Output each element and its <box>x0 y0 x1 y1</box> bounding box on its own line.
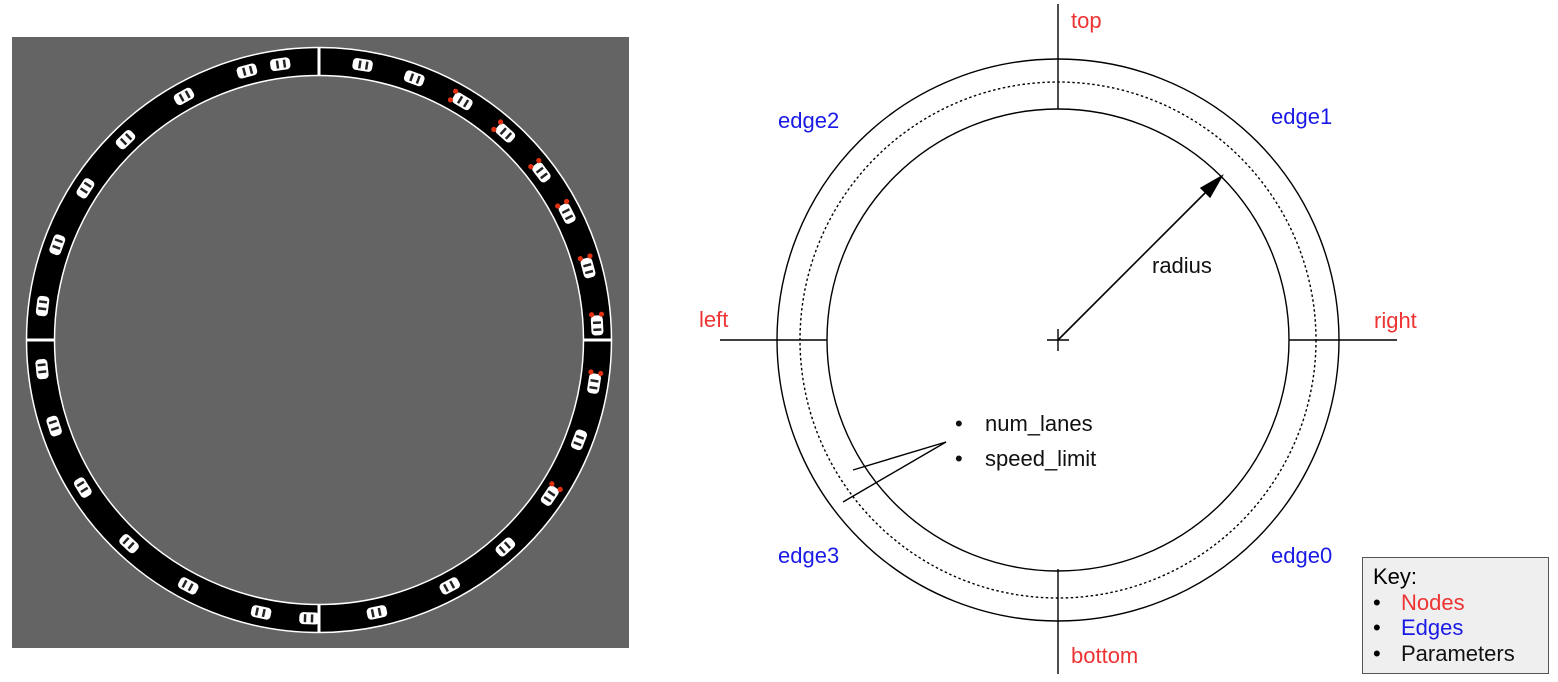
vehicle <box>495 537 516 557</box>
parameter-bullet-num-lanes: • <box>955 411 963 436</box>
vehicle <box>35 358 49 380</box>
node-label-left: left <box>699 307 728 332</box>
legend-bullet: • <box>1373 589 1381 615</box>
vehicle <box>49 234 66 256</box>
vehicle <box>73 477 92 498</box>
vehicle <box>46 415 62 437</box>
legend-item-nodes: • Nodes <box>1373 590 1538 616</box>
vehicle <box>555 198 576 224</box>
node-label-bottom: bottom <box>1071 643 1138 668</box>
vehicle <box>352 58 373 72</box>
legend-title: Key: <box>1373 564 1418 589</box>
vehicle <box>250 605 272 620</box>
node-label-top: top <box>1071 8 1102 33</box>
vehicle <box>173 87 195 106</box>
edge-label-edge1: edge1 <box>1271 104 1332 129</box>
radius-arrow-shaft <box>1057 187 1211 341</box>
vehicle <box>439 577 460 595</box>
vehicle <box>115 130 136 150</box>
vehicle <box>178 577 199 595</box>
vehicle <box>528 158 551 183</box>
simulation-background <box>12 37 629 648</box>
parameter-pointer-upper <box>852 441 947 471</box>
parameter-label-radius: radius <box>1152 253 1212 278</box>
vehicle <box>366 605 388 620</box>
vehicles <box>35 57 605 625</box>
vehicle <box>588 311 605 336</box>
vehicle <box>299 612 320 625</box>
parameter-label-num-lanes: num_lanes <box>985 411 1093 436</box>
parameter-bullet-speed-limit: • <box>955 446 963 471</box>
vehicle <box>119 534 139 554</box>
legend-bullet: • <box>1373 640 1381 666</box>
legend-item-parameters: • Parameters <box>1373 641 1538 667</box>
parameter-pointer-lower <box>842 441 947 503</box>
ring-road-inner-edge <box>53 74 585 606</box>
vehicle <box>447 88 473 111</box>
vehicle <box>236 63 258 79</box>
edge-label-edge0: edge0 <box>1271 543 1332 568</box>
legend-bullet: • <box>1373 615 1381 640</box>
vehicle <box>587 369 604 394</box>
parameter-label-speed-limit: speed_limit <box>985 446 1096 471</box>
vehicle <box>76 178 95 199</box>
legend-label-nodes: Nodes <box>1401 589 1465 615</box>
ring-road-outer-edge <box>25 46 613 634</box>
vehicle <box>577 253 596 279</box>
radius-arrowhead <box>1199 174 1224 199</box>
legend-key: Key: • Nodes • Edges • Parameters <box>1362 557 1549 674</box>
node-label-right: right <box>1374 308 1417 333</box>
vehicle <box>540 481 563 506</box>
vehicle <box>270 57 291 72</box>
vehicle <box>570 429 588 451</box>
legend-label-parameters: Parameters <box>1401 640 1515 666</box>
edge-label-edge2: edge2 <box>778 108 839 133</box>
legend-item-edges: • Edges <box>1373 615 1538 641</box>
vehicle <box>491 119 516 143</box>
edge-label-edge3: edge3 <box>778 543 839 568</box>
ring-simulation-view <box>12 37 629 648</box>
ring-schematic <box>720 4 1397 674</box>
vehicle <box>403 70 425 87</box>
legend-list: • Nodes • Edges • Parameters <box>1373 590 1538 667</box>
vehicle <box>35 295 50 317</box>
legend-label-edges: Edges <box>1401 615 1464 640</box>
